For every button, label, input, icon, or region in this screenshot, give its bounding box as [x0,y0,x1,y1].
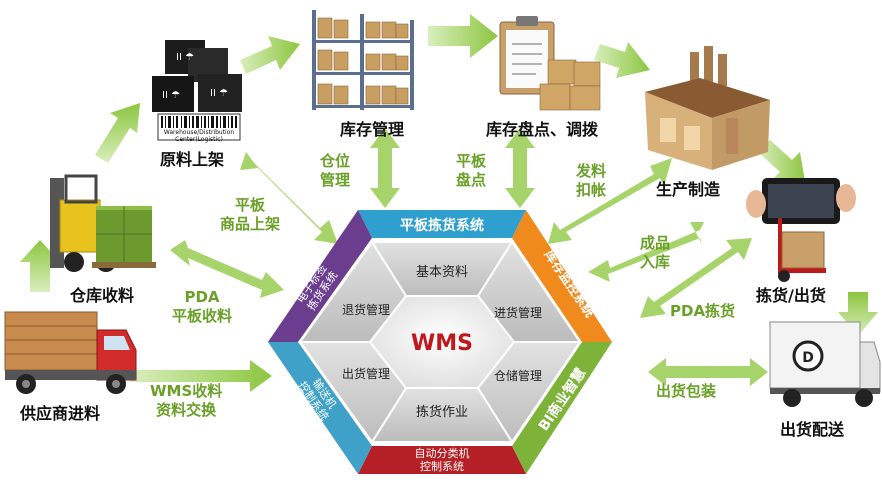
band-bottom-right [512,342,612,474]
label-picking: 拣货作业 [416,404,468,420]
label-basic-data: 基本资料 [416,265,468,280]
flow-wms-data-exchange: WMS收料 资料交换 [150,382,223,419]
arrow-tablet-count [505,128,535,208]
arrow-picking-to-delivery [838,292,878,336]
truck-logo-letter: D [802,350,814,366]
svg-text:II ☂: II ☂ [176,52,194,63]
wms-center-label: WMS [411,331,473,356]
flow-shipping-packing: 出货包装 [656,382,717,400]
tablet-handtruck-illustration [746,178,856,282]
band-top-left [268,210,372,342]
label-band-bottom-line2: 控制系统 [420,459,464,473]
label-return: 退货管理 [342,302,390,317]
flow-pda-picking: PDA拣货 [670,302,736,320]
wms-hexagon: WMS 基本资料 进货管理 仓储管理 拣货作业 出货管理 退货管理 平板拣货系统… [268,210,612,474]
label-outbound: 出货管理 [342,366,390,381]
flow-tablet-count: 平板 盘点 [456,152,487,189]
node-shipping-delivery: 出货配送 [780,420,845,439]
flow-tablet-shelving: 平板 商品上架 [220,196,281,233]
arrow-pda-receiving [170,240,284,298]
arrow-production-to-picking [758,140,806,188]
band-top-right [512,210,612,342]
band-bottom-left [268,342,372,474]
arrow-location-management [370,128,400,208]
arrow-wms-exchange [130,360,272,392]
warehouse-tag-line1: Warehouse/Distribution [164,129,235,136]
arrow-finished-goods [588,222,704,282]
flow-finished-goods-in: 成品 入库 [640,234,671,271]
arrow-receiving-to-shelving [95,103,140,163]
label-band-bottom-line1: 自动分类机 [415,446,470,460]
arrow-shipping-packing [648,358,768,386]
node-supplier-incoming: 供应商进料 [20,404,101,423]
svg-text:II ☂: II ☂ [210,88,228,99]
node-inventory-count-transfer: 库存盘点、调拨 [486,120,599,139]
node-inventory-management: 库存管理 [340,120,405,139]
clipboard-illustration [499,16,601,111]
arrow-count-to-production [594,42,650,78]
flow-location-management: 仓位 管理 [320,152,351,189]
delivery-truck-illustration: D [769,321,881,407]
wms-center[interactable] [368,295,516,389]
supplier-truck-illustration [4,311,137,394]
label-band-top: 平板拣货系统 [400,217,484,234]
arrow-inventory-to-count [428,14,498,58]
arrow-pda-picking [640,238,752,318]
node-picking-shipping: 拣货/出货 [756,286,826,305]
node-raw-material-shelving: 原料上架 [160,150,225,169]
label-storage: 仓储管理 [494,368,542,383]
band-top [358,210,526,238]
arrow-tablet-shelving [240,152,338,244]
arrow-issue-deduct [548,158,672,244]
node-production: 生产制造 [656,180,721,199]
node-warehouse-receiving: 仓库收料 [70,286,135,305]
flow-issue-deduct: 发料 扣帐 [576,162,607,199]
flow-arrows [20,14,878,392]
forklift-illustration [50,174,156,272]
band-bottom [358,446,526,474]
warehouse-tag-line2: Center(Logistic) [175,136,223,143]
rack-illustration [312,10,414,110]
boxes-illustration: II ☂ II ☂ II ☂ Warehouse/Distribution Ce… [152,40,242,143]
flow-pda-tablet-receiving: PDA 平板收料 [172,288,233,325]
label-inbound: 进货管理 [494,305,542,320]
arrow-shelving-to-inventory [240,36,300,74]
factory-illustration [645,46,770,170]
svg-text:II ☂: II ☂ [162,90,180,101]
